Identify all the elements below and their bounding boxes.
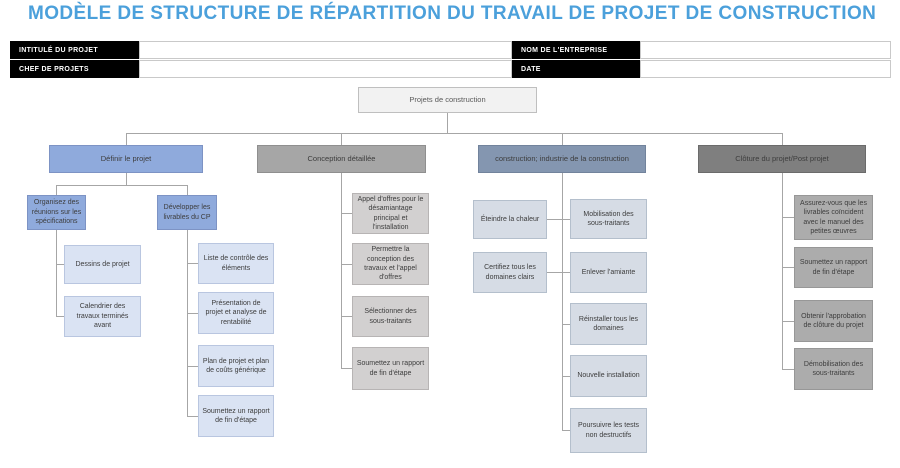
node-submit-stage-report-2[interactable]: Soumettez un rapport de fin d'étape	[352, 347, 429, 390]
connector-line	[56, 316, 64, 317]
connector-line	[341, 264, 352, 265]
company-name-label: NOM DE L'ENTREPRISE	[512, 41, 640, 59]
node-project-drawings[interactable]: Dessins de projet	[64, 245, 141, 284]
node-mobilize-subcontractors[interactable]: Mobilisation des sous-traitants	[570, 199, 647, 239]
project-manager-field[interactable]	[139, 60, 512, 78]
connector-line	[562, 173, 563, 431]
connector-line	[341, 368, 352, 369]
node-submit-stage-report-3[interactable]: Soumettez un rapport de fin d'étape	[794, 247, 873, 288]
node-certify-areas-clear[interactable]: Certifiez tous les domaines clairs	[473, 252, 547, 293]
connector-line	[562, 376, 570, 377]
connector-line	[547, 219, 570, 220]
connector-line	[126, 133, 783, 134]
node-construction[interactable]: construction; industrie de la constructi…	[478, 145, 646, 173]
date-field[interactable]	[640, 60, 891, 78]
connector-line	[547, 272, 570, 273]
node-tender-asbestos[interactable]: Appel d'offres pour le désamiantage prin…	[352, 193, 429, 234]
node-continue-ndt[interactable]: Poursuivre les tests non destructifs	[570, 408, 647, 453]
connector-line	[782, 321, 794, 322]
connector-line	[782, 267, 794, 268]
connector-line	[187, 263, 198, 264]
page-title: MODÈLE DE STRUCTURE DE RÉPARTITION DU TR…	[28, 3, 877, 24]
connector-line	[187, 366, 198, 367]
node-define-project[interactable]: Définir le projet	[49, 145, 203, 173]
node-reinstall-areas[interactable]: Réinstaller tous les domaines	[570, 303, 647, 345]
connector-line	[56, 185, 57, 195]
project-title-field[interactable]	[139, 41, 512, 59]
connector-line	[187, 313, 198, 314]
connector-line	[782, 133, 783, 145]
connector-line	[126, 173, 127, 185]
connector-line	[187, 416, 198, 417]
connector-line	[56, 264, 64, 265]
connector-line	[562, 133, 563, 145]
node-project-presentation[interactable]: Présentation de projet et analyse de ren…	[198, 292, 274, 334]
connector-line	[782, 217, 794, 218]
node-root[interactable]: Projets de construction	[358, 87, 537, 113]
node-develop-deliverables[interactable]: Développer les livrables du CP	[157, 195, 217, 230]
node-new-installation[interactable]: Nouvelle installation	[570, 355, 647, 397]
project-title-label: INTITULÉ DU PROJET	[10, 41, 139, 59]
node-turn-off-heat[interactable]: Éteindre la chaleur	[473, 200, 547, 239]
company-name-field[interactable]	[640, 41, 891, 59]
connector-line	[562, 430, 570, 431]
node-demobilize-subcontractors[interactable]: Démobilisation des sous-traitants	[794, 348, 873, 390]
node-schedule-completed-works[interactable]: Calendrier des travaux terminés avant	[64, 296, 141, 337]
connector-line	[447, 113, 448, 133]
node-submit-stage-report-1[interactable]: Soumettez un rapport de fin d'étape	[198, 395, 274, 437]
node-organize-meetings[interactable]: Organisez des réunions sur les spécifica…	[27, 195, 86, 230]
node-remove-asbestos[interactable]: Enlever l'amiante	[570, 252, 647, 293]
node-detailed-design[interactable]: Conception détaillée	[257, 145, 426, 173]
node-obtain-closure-approval[interactable]: Obtenir l'approbation de clôture du proj…	[794, 300, 873, 342]
node-select-subcontractors[interactable]: Sélectionner des sous-traitants	[352, 296, 429, 337]
node-checklist-items[interactable]: Liste de contrôle des éléments	[198, 243, 274, 284]
connector-line	[341, 213, 352, 214]
connector-line	[341, 173, 342, 369]
node-project-plan-costs[interactable]: Plan de projet et plan de coûts génériqu…	[198, 345, 274, 387]
node-enable-design-tender[interactable]: Permettre la conception des travaux et l…	[352, 243, 429, 285]
connector-line	[782, 173, 783, 369]
connector-line	[782, 369, 794, 370]
project-manager-label: CHEF DE PROJETS	[10, 60, 139, 78]
connector-line	[187, 230, 188, 416]
node-deliverables-match-manual[interactable]: Assurez-vous que les livrables coïnciden…	[794, 195, 873, 240]
connector-line	[56, 185, 187, 186]
connector-line	[341, 133, 342, 145]
connector-line	[187, 185, 188, 195]
connector-line	[341, 316, 352, 317]
node-project-closure[interactable]: Clôture du projet/Post projet	[698, 145, 866, 173]
date-label: DATE	[512, 60, 640, 78]
connector-line	[562, 324, 570, 325]
connector-line	[56, 230, 57, 317]
connector-line	[126, 133, 127, 145]
